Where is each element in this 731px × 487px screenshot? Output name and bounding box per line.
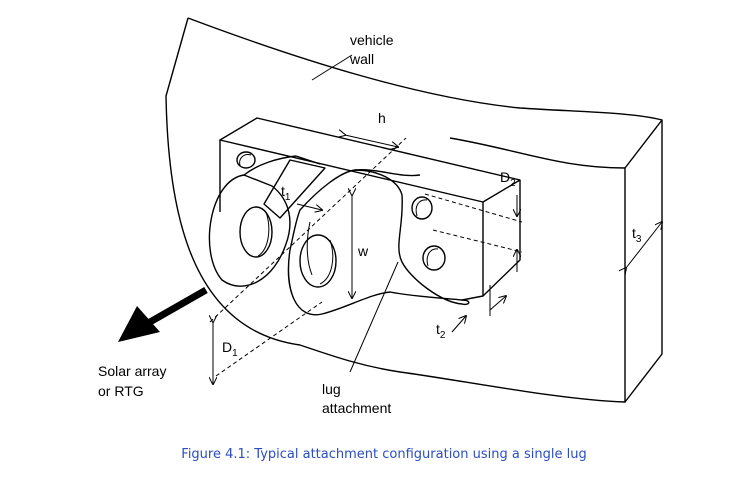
- pin-rear: [239, 206, 273, 258]
- rear-lug: [208, 155, 326, 287]
- dashed-reference-lines: [209, 137, 523, 377]
- lug-pins: [239, 206, 337, 288]
- vehicle-wall-label-line1: vehicle: [350, 32, 394, 48]
- solar-array-direction-arrow: [118, 286, 208, 342]
- base-plate: [219, 117, 521, 301]
- figure-caption: Figure 4.1: Typical attachment configura…: [181, 447, 586, 462]
- t2-label: t2: [436, 321, 446, 341]
- t1-arrow: [296, 203, 322, 210]
- t3-arrow: [626, 222, 662, 268]
- w-label: w: [357, 243, 369, 259]
- t2-arrow-lower: [451, 316, 466, 333]
- t3-label: t3: [632, 225, 642, 245]
- solar-array-label-line2: or RTG: [98, 383, 144, 399]
- lug-attachment-label-line2: attachment: [322, 400, 391, 416]
- bolt-hole-left: [236, 151, 256, 169]
- dimension-arrows: [213, 135, 662, 384]
- vehicle-wall: [165, 17, 663, 403]
- vehicle-wall-leader: [311, 54, 353, 81]
- d2-label: D2: [500, 169, 516, 189]
- h-label: h: [378, 110, 386, 126]
- lug-attachment-label-line1: lug: [322, 381, 341, 397]
- t2-arrow-upper: [489, 296, 506, 311]
- d1-label: D1: [222, 339, 238, 359]
- t1-label: t1: [281, 183, 291, 203]
- bolt-hole-upper-right: [411, 196, 433, 220]
- solar-array-label-line1: Solar array: [98, 363, 166, 379]
- bolt-hole-lower-right: [422, 245, 446, 271]
- labels: vehicle wall h D2 t1 t3 w t2 D1 Solar ar…: [98, 32, 642, 416]
- bolt-holes: [236, 151, 446, 271]
- vehicle-wall-label-line2: wall: [349, 51, 374, 67]
- lug-attachment-leader: [349, 261, 399, 373]
- front-lug: [287, 169, 470, 316]
- pin-front: [299, 234, 337, 288]
- h-dimension-arrow: [345, 135, 398, 147]
- leader-lines: [311, 54, 399, 373]
